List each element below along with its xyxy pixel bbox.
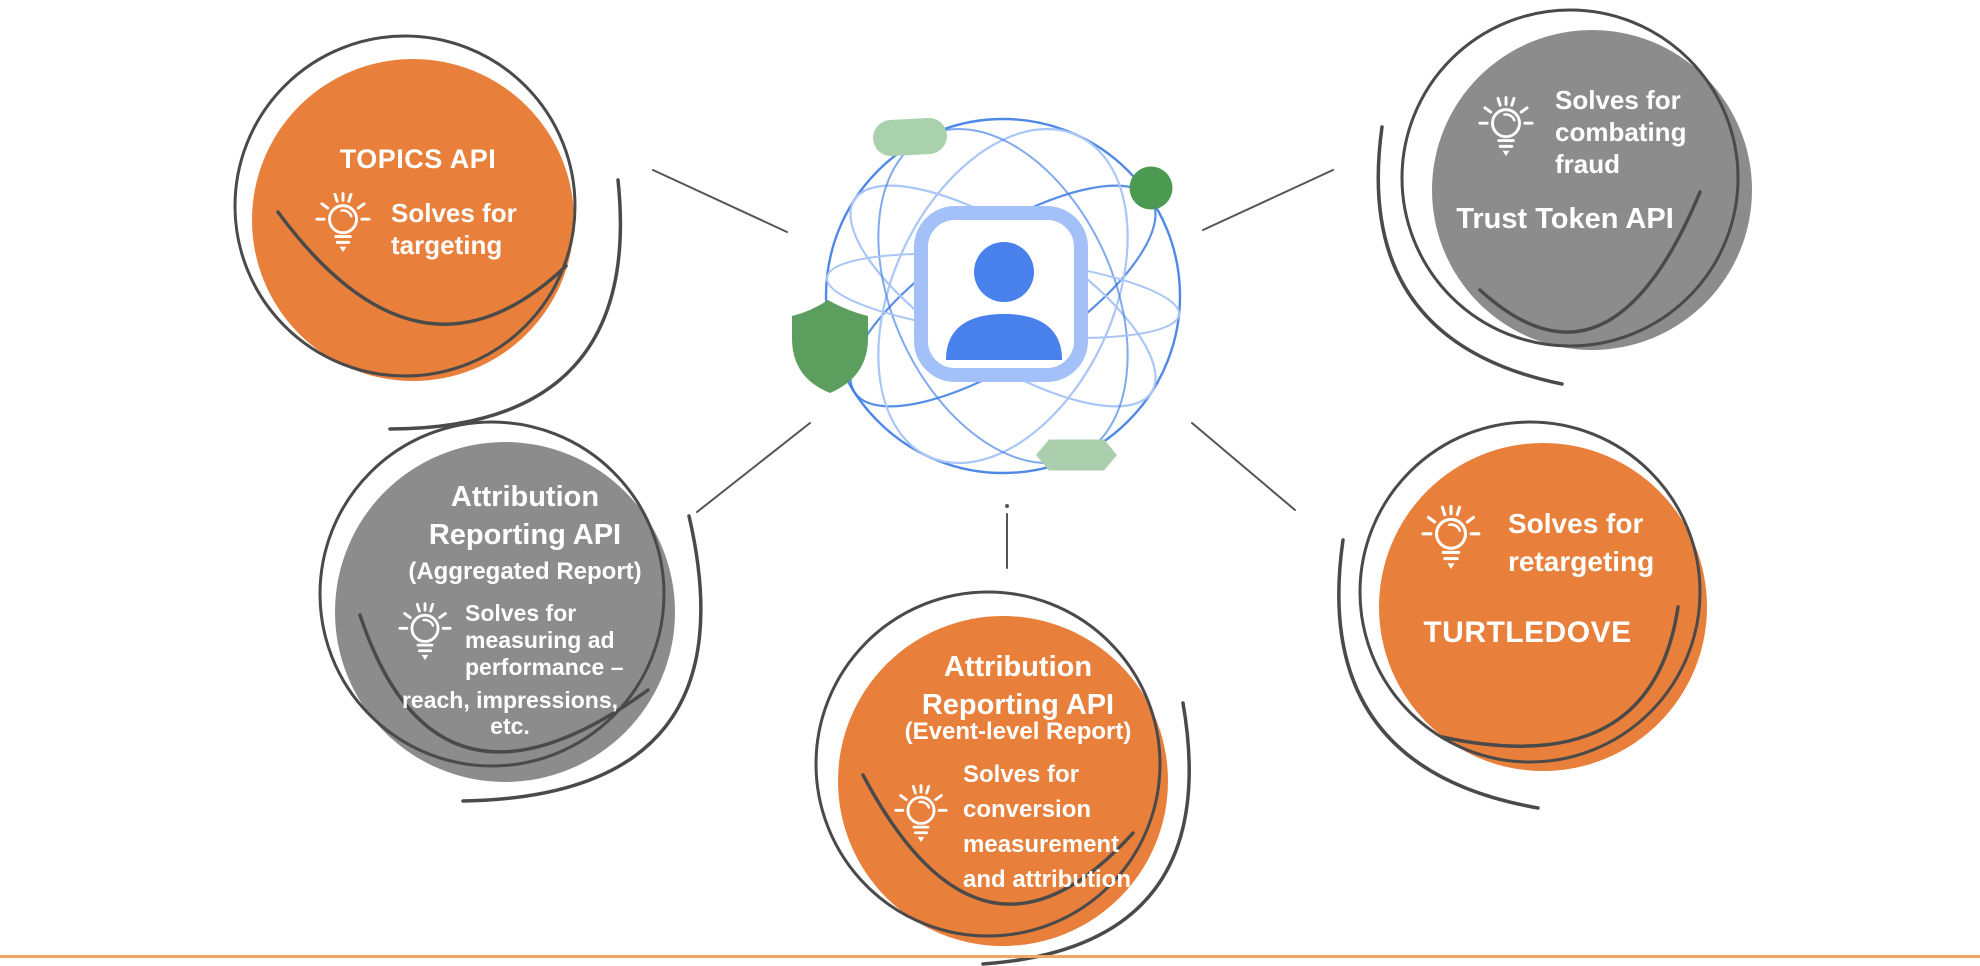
user-profile-icon <box>914 206 1088 382</box>
footer-divider-line <box>0 955 1980 958</box>
turtledove-title: TURTLEDOVE <box>1423 616 1632 649</box>
user-body <box>946 314 1062 360</box>
topics-api-circle <box>252 59 574 381</box>
attribution-aggregated-subtitle: (Aggregated Report) <box>408 558 642 585</box>
connector-turtledove <box>1191 422 1296 511</box>
trust-token-solves-text: Solves for combating fraud <box>1555 85 1687 179</box>
trust-token-inner-arc <box>1478 190 1702 334</box>
attribution-event-outer-ring <box>814 590 1162 938</box>
green-pill-icon <box>873 118 947 156</box>
attribution-aggregated-title: Attribution Reporting API <box>428 481 622 551</box>
attribution-aggregated-solves-text: Solves for measuring ad performance – <box>465 600 624 680</box>
attribution-aggregated-solves-extra-text: reach, impressions, etc. <box>401 687 619 739</box>
lightbulb-icon <box>397 596 453 670</box>
lightbulb-icon <box>1420 498 1482 580</box>
trust-token-swoosh-arc <box>1376 125 1564 386</box>
topics-swoosh-arc <box>388 178 623 431</box>
attribution-aggregated-outer-ring <box>318 420 666 768</box>
connector-attribution-event-dot <box>1005 504 1009 508</box>
attribution-event-subtitle: (Event-level Report) <box>904 718 1132 745</box>
sketch-rings <box>233 8 1740 966</box>
lightbulb-icon <box>1477 90 1535 166</box>
connector-topics <box>652 169 788 233</box>
attribution-aggregated-circle <box>335 442 675 782</box>
green-dot-icon <box>1129 166 1173 210</box>
attribution-aggregated-inner-arc <box>358 613 650 754</box>
trust-token-title: Trust Token API <box>1456 203 1674 235</box>
lightbulb-icon <box>314 186 372 262</box>
connector-lines <box>652 169 1334 569</box>
connector-attribution-aggregated <box>696 422 811 513</box>
topics-api-title: TOPICS API <box>339 144 497 174</box>
user-head <box>974 242 1034 302</box>
turtledove-inner-arc <box>1440 605 1680 748</box>
attribution-aggregated-swoosh-arc <box>461 514 703 803</box>
trust-token-outer-ring <box>1400 8 1740 348</box>
turtledove-circle <box>1379 443 1707 771</box>
topics-outer-ring <box>233 34 577 378</box>
shield-icon <box>792 300 868 393</box>
green-hexagon-icon <box>1036 439 1117 471</box>
attribution-event-circle <box>838 616 1168 946</box>
turtledove-solves-text: Solves for retargeting <box>1508 508 1655 577</box>
attribution-event-title: Attribution Reporting API <box>921 651 1115 721</box>
connector-trust-token <box>1202 169 1334 231</box>
attribution-event-inner-arc <box>861 773 1135 906</box>
lightbulb-icon <box>893 778 949 852</box>
attribution-event-solves-text: Solves for conversion measurement and at… <box>963 761 1131 893</box>
turtledove-outer-ring <box>1358 420 1702 764</box>
topics-api-solves-text: Solves for targeting <box>391 198 517 260</box>
topics-inner-arc <box>276 210 568 326</box>
turtledove-swoosh-arc <box>1337 538 1540 810</box>
